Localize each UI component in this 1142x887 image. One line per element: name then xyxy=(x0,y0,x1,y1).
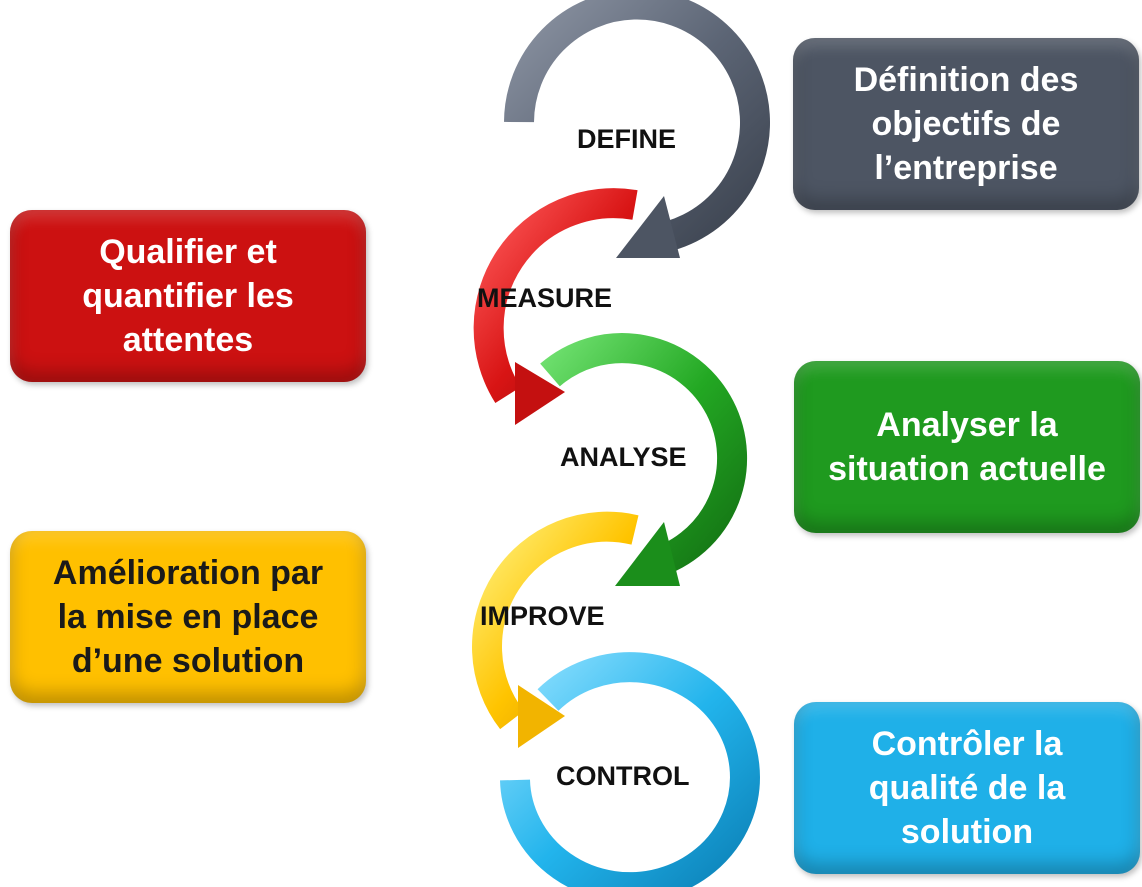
analyse-description: Analyser la situation actuelle xyxy=(828,405,1106,488)
define-description: Définition des objectifs de l’entreprise xyxy=(853,60,1079,188)
measure-arrow xyxy=(473,188,638,425)
define-description-box: Définition des objectifs de l’entreprise xyxy=(793,38,1139,210)
improve-description-box: Amélioration par la mise en place d’une … xyxy=(10,531,366,703)
step-label-analyse: ANALYSE xyxy=(560,442,687,472)
control-description-box: Contrôler la qualité de la solution xyxy=(794,702,1140,874)
step-label-improve: IMPROVE xyxy=(480,601,605,631)
define-arrow xyxy=(504,0,770,258)
analyse-description-box: Analyser la situation actuelle xyxy=(794,361,1140,533)
control-arrow xyxy=(500,652,760,887)
control-description: Contrôler la qualité de la solution xyxy=(868,724,1066,852)
step-label-measure: MEASURE xyxy=(477,283,612,313)
analyse-arrow xyxy=(540,333,748,586)
improve-arrow xyxy=(472,511,639,748)
improve-description: Amélioration par la mise en place d’une … xyxy=(52,553,324,681)
step-label-define: DEFINE xyxy=(577,124,676,154)
measure-description: Qualifier et quantifier les attentes xyxy=(82,232,294,360)
step-label-control: CONTROL xyxy=(556,761,689,791)
measure-description-box: Qualifier et quantifier les attentes xyxy=(10,210,366,382)
